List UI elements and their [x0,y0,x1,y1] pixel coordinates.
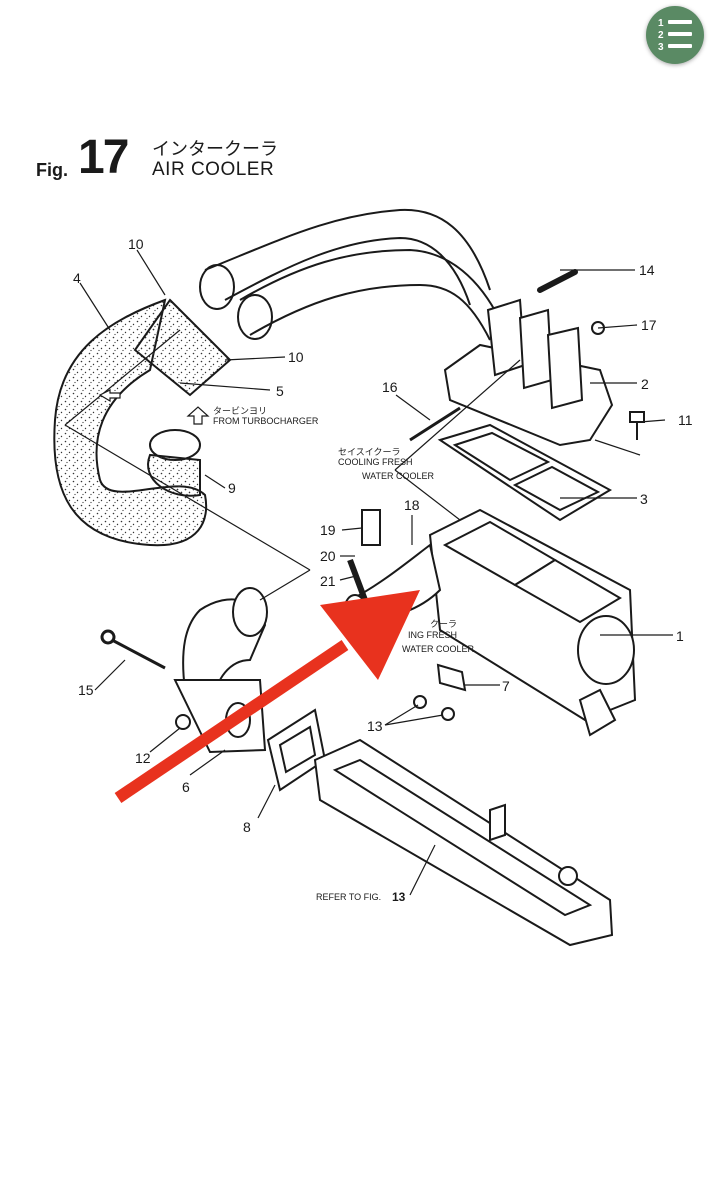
refer-num: 13 [392,890,406,904]
callout-18: 18 [404,497,420,513]
fig-number: 17 [78,131,129,184]
title-jp: インタークーラ [152,139,278,159]
callout-6: 6 [182,779,190,795]
callout-7: 7 [502,678,510,694]
callout-14: 14 [639,262,655,278]
cooling-fresh-lower-jp: クーラ [430,619,457,629]
cooling-fresh-lower-en-2: WATER COOLER [402,644,475,654]
gasket-3 [437,423,613,522]
numbered-list-icon: 1 2 3 [658,18,692,53]
callout-1: 1 [676,628,684,644]
from-turbo-en: FROM TURBOCHARGER [213,416,319,426]
cooling-fresh-lower-en-1: ING FRESH [408,630,457,640]
callout-13: 13 [367,718,383,734]
callout-11: 11 [678,412,693,428]
svg-text:1: 1 [658,18,664,29]
callout-10-mid: 10 [288,349,304,365]
svg-text:2: 2 [658,30,664,41]
rubber-hose-9 [147,429,201,497]
callout-4: 4 [73,270,81,286]
flow-arrows [98,389,210,425]
callout-2: 2 [641,376,649,392]
callout-9: 9 [228,480,236,496]
refer-text: REFER TO FIG. [316,892,381,902]
callout-21: 21 [320,573,336,589]
callout-10-top: 10 [128,236,144,252]
title-en: AIR COOLER [152,159,275,180]
cooling-fresh-en-1: COOLING FRESH [338,457,413,467]
callout-12: 12 [135,750,151,766]
callout-19: 19 [320,522,336,538]
callout-15: 15 [78,682,94,698]
callout-20: 20 [320,548,336,564]
intake-manifold-pipes [199,208,501,341]
cooling-fresh-jp: セイスイクーラ [338,447,401,457]
fig-label: Fig. [36,160,68,180]
cooling-fresh-en-2: WATER COOLER [362,471,435,481]
red-pointer-arrow [114,590,420,803]
callout-17: 17 [641,317,657,333]
leader-lines [64,249,673,896]
annotation-labels: タービンヨリ FROM TURBOCHARGER セイスイクーラ COOLING… [213,406,475,904]
bolt-11 [629,411,645,440]
callout-8: 8 [243,819,251,835]
callout-3: 3 [640,491,648,507]
bolt-15 [100,629,166,670]
svg-text:3: 3 [658,42,664,53]
air-cooler-body [344,508,637,737]
numbered-list-menu-button[interactable]: 1 2 3 [646,6,704,64]
exhaust-manifold [313,738,614,947]
bolt-12 [175,714,191,730]
intake-manifold-body [443,269,614,447]
callout-5: 5 [276,383,284,399]
callout-numbers: 1 2 3 4 5 6 7 8 9 10 10 11 12 13 14 15 1… [73,236,693,835]
callout-16: 16 [382,379,398,395]
bracket-7 [413,663,467,721]
stud-bolt-16 [409,406,461,442]
from-turbo-jp: タービンヨリ [213,406,267,416]
rubber-hose-4 [53,298,232,547]
